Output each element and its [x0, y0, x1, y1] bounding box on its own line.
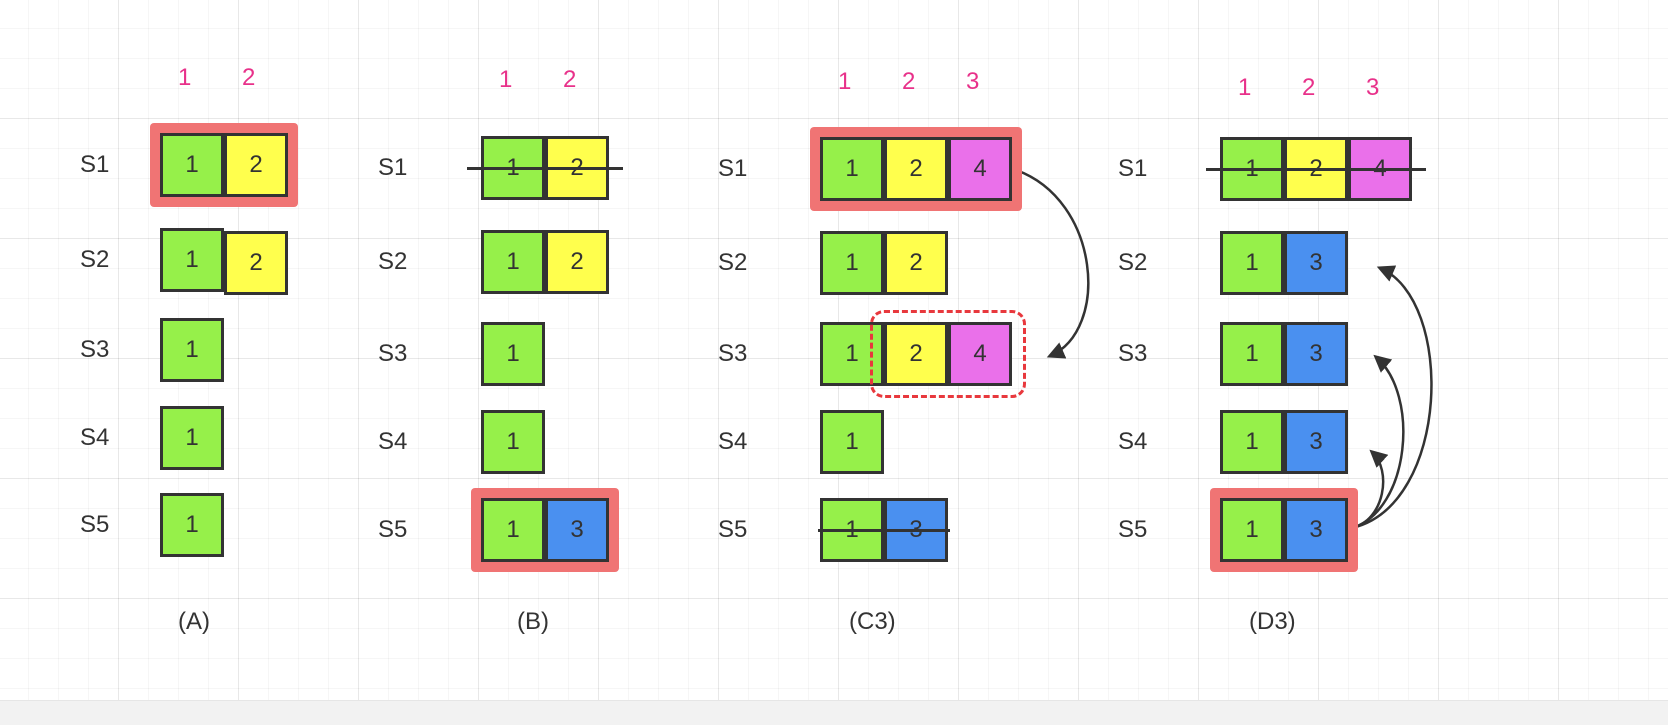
arrow-s5-to-s2: [1351, 265, 1433, 530]
strikethrough-line: [818, 529, 950, 532]
log-entry: 4: [948, 322, 1012, 386]
column-index: 1: [838, 68, 852, 95]
log-entry: 2: [884, 231, 948, 295]
strikethrough-line: [1206, 168, 1426, 171]
column-index: 1: [1238, 74, 1252, 101]
server-label: S4: [718, 428, 748, 455]
log-entry: 1: [481, 322, 545, 386]
strikethrough-line: [467, 167, 623, 170]
column-index: 3: [966, 68, 980, 95]
log-entry: 1: [820, 231, 884, 295]
column-index: 1: [499, 66, 513, 93]
server-label: S5: [718, 516, 748, 543]
server-label: S1: [378, 154, 408, 181]
server-label: S1: [1118, 155, 1148, 182]
log-entry: 1: [481, 498, 545, 562]
panel-caption: (A): [178, 608, 210, 635]
log-entry: 3: [545, 498, 609, 562]
log-entry: 1: [160, 493, 224, 557]
column-index: 2: [563, 66, 577, 93]
log-entry: 1: [160, 133, 224, 197]
log-entry: 1: [820, 410, 884, 474]
log-entry: 1: [481, 410, 545, 474]
log-entry: 2: [884, 322, 948, 386]
log-entry: 3: [1284, 498, 1348, 562]
log-entry: 2: [224, 231, 288, 295]
log-entry: 1: [1220, 322, 1284, 386]
server-label: S2: [80, 246, 110, 273]
server-label: S2: [378, 248, 408, 275]
column-index: 2: [242, 64, 256, 91]
server-label: S5: [378, 516, 408, 543]
log-entry: 2: [884, 137, 948, 201]
server-label: S3: [378, 340, 408, 367]
log-entry: 1: [160, 406, 224, 470]
log-entry: 2: [224, 133, 288, 197]
server-label: S3: [80, 336, 110, 363]
column-index: 3: [1366, 74, 1380, 101]
panel-caption: (B): [517, 608, 549, 635]
server-label: S1: [718, 155, 748, 182]
server-label: S5: [80, 511, 110, 538]
column-index: 1: [178, 64, 192, 91]
log-entry: 3: [1284, 410, 1348, 474]
arrow-s5-to-s3: [1351, 354, 1405, 530]
log-entry: 1: [481, 230, 545, 294]
arrow-s1-to-s3: [1015, 168, 1090, 359]
server-label: S3: [718, 340, 748, 367]
footer-bar: [0, 700, 1668, 725]
server-label: S4: [378, 428, 408, 455]
server-label: S2: [718, 249, 748, 276]
server-label: S2: [1118, 249, 1148, 276]
log-entry: 3: [1284, 231, 1348, 295]
dashed-conflict-box: [870, 310, 1026, 398]
server-label: S4: [1118, 428, 1148, 455]
log-entry: 3: [1284, 322, 1348, 386]
log-entry: 1: [160, 228, 224, 292]
log-entry: 2: [545, 230, 609, 294]
replication-arrows: [1015, 168, 1433, 530]
server-label: S4: [80, 424, 110, 451]
diagram-canvas: 12S112S212S31S41S51(A)12S112S212S31S41S5…: [0, 0, 1668, 700]
column-index: 2: [1302, 74, 1316, 101]
column-index: 2: [902, 68, 916, 95]
log-entry: 1: [820, 137, 884, 201]
log-entry: 1: [160, 318, 224, 382]
panel-caption: (C3): [849, 608, 896, 635]
log-entry: 1: [1220, 231, 1284, 295]
log-entry: 4: [948, 137, 1012, 201]
server-label: S3: [1118, 340, 1148, 367]
server-label: S5: [1118, 516, 1148, 543]
panel-caption: (D3): [1249, 608, 1296, 635]
log-entry: 1: [820, 322, 884, 386]
server-label: S1: [80, 151, 110, 178]
log-entry: 1: [1220, 498, 1284, 562]
log-entry: 1: [1220, 410, 1284, 474]
